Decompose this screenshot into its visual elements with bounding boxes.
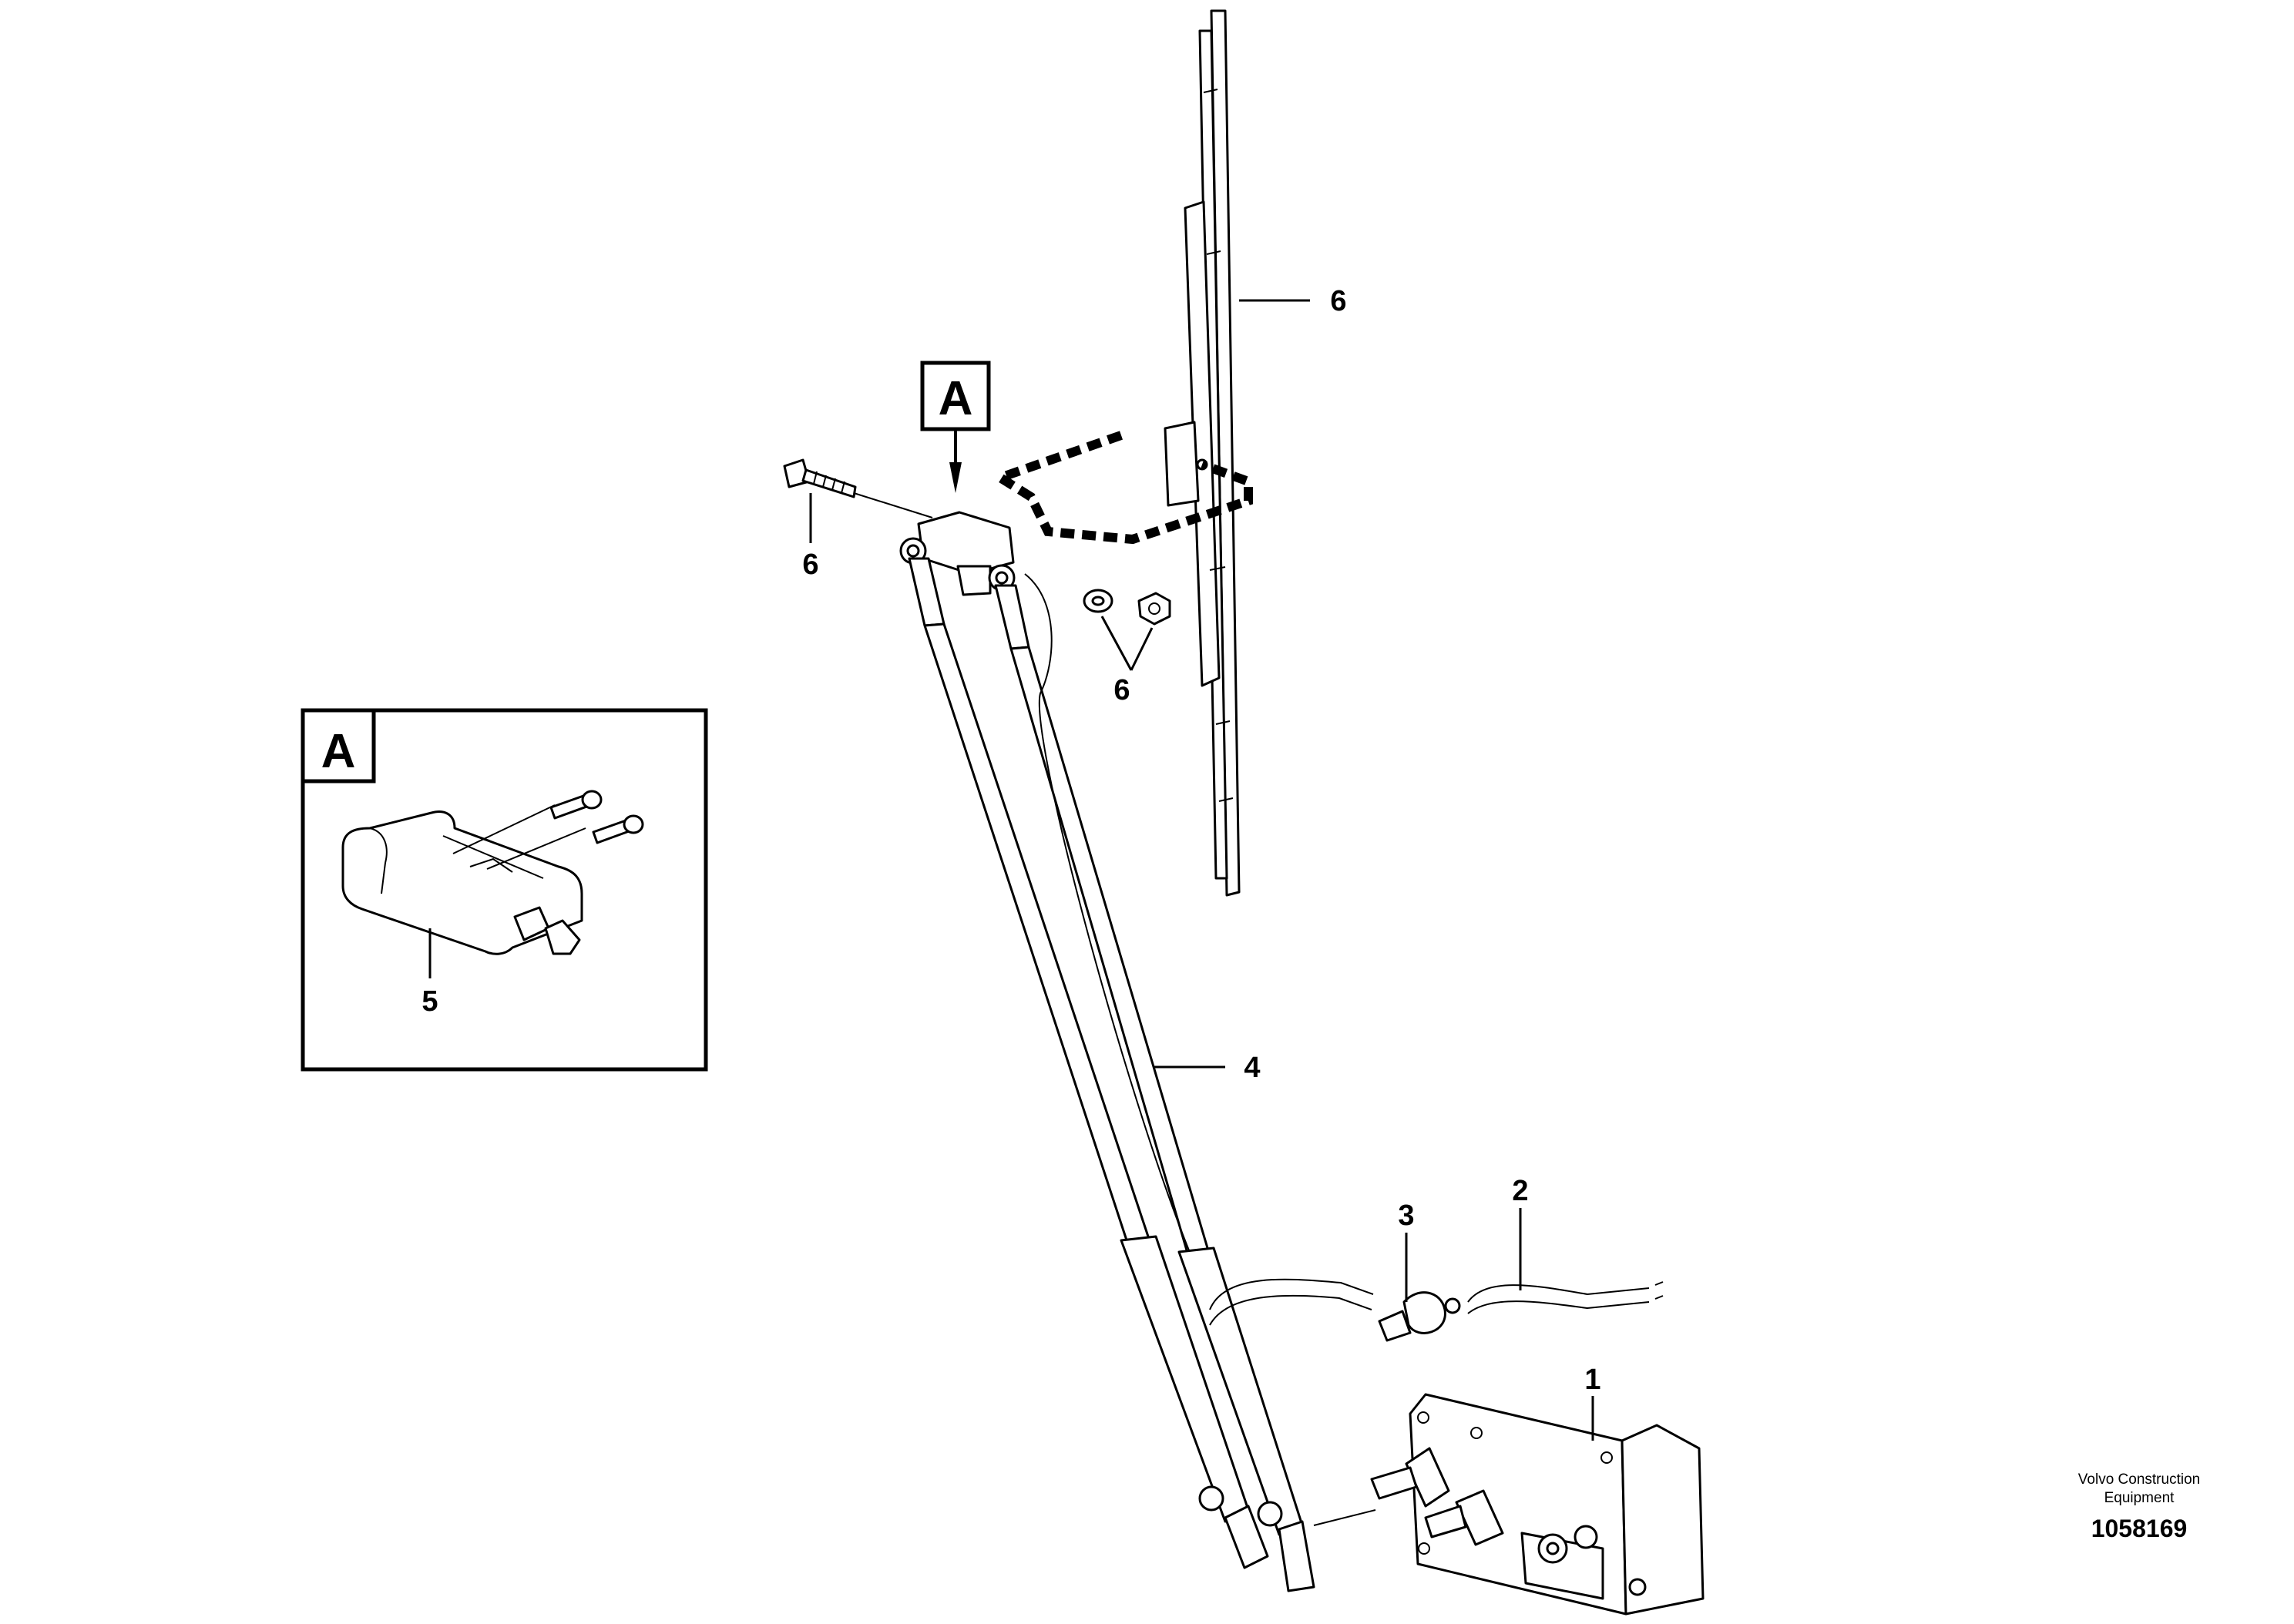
credit-line-2: Equipment	[2104, 1490, 2175, 1506]
detail-reference-marker: A	[920, 361, 991, 493]
washer-nut	[1083, 589, 1171, 671]
bolt	[783, 458, 933, 518]
document-number: 1058169	[2091, 1515, 2188, 1542]
leader-lines	[428, 299, 1594, 1441]
wiper-arm	[899, 511, 1376, 1592]
credit-line-1: Volvo Construction	[2078, 1471, 2200, 1488]
wiper-blade	[1164, 9, 1241, 897]
washer-nozzle	[341, 804, 586, 955]
callout-washer-hose: 2	[1512, 1175, 1528, 1207]
callout-hose-connector: 3	[1398, 1200, 1414, 1232]
washer-hose	[1209, 1278, 1664, 1326]
hose-connector	[1378, 1291, 1461, 1342]
detail-view-box: A	[301, 708, 708, 1072]
callout-wiper-arm: 4	[1244, 1052, 1260, 1084]
callout-wiper-blade: 6	[1330, 285, 1346, 317]
detail-reference-letter: A	[939, 372, 973, 425]
callout-washer-nut: 6	[1113, 674, 1130, 706]
screws	[549, 790, 644, 844]
callout-washer-nozzle: 5	[422, 985, 438, 1018]
callout-wiper-motor: 1	[1584, 1364, 1600, 1396]
wiper-motor	[1370, 1393, 1705, 1616]
blade-attachment-outline	[989, 431, 1253, 545]
detail-box-letter: A	[321, 725, 356, 778]
callout-bolt: 6	[802, 549, 818, 581]
